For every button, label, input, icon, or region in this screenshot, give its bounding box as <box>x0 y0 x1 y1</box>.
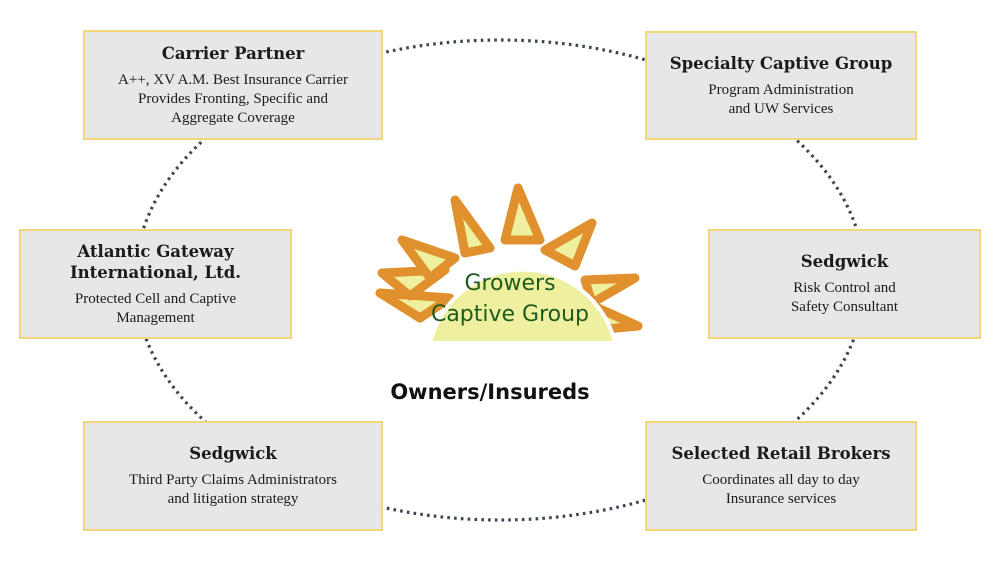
logo-line: Captive Group <box>430 302 590 327</box>
sun-ray <box>580 273 640 308</box>
center-label: Owners/Insureds <box>390 380 590 404</box>
node-title: Sedgwick <box>189 444 277 463</box>
node-desc-line: Management <box>116 309 195 326</box>
node-title: Selected Retail Brokers <box>671 444 891 463</box>
node-desc-line: Insurance services <box>725 491 837 507</box>
node-desc-line: Safety Consultant <box>790 299 899 315</box>
sun-rays <box>375 183 643 335</box>
node-title: Specialty Captive Group <box>669 53 893 73</box>
node-title: Carrier Partner <box>161 43 305 63</box>
node-atlantic-gateway: Atlantic Gateway International, Ltd. Pro… <box>19 229 292 339</box>
node-desc-line: Program Administration <box>708 81 854 98</box>
node-desc-line: A++, XV A.M. Best Insurance Carrier <box>118 71 348 88</box>
sun-ray <box>500 183 545 245</box>
node-desc-line: Third Party Claims Administrators <box>129 472 337 488</box>
node-desc-line: Provides Fronting, Specific and <box>138 90 328 107</box>
node-specialty-captive-group: Specialty Captive Group Program Administ… <box>645 31 917 140</box>
node-title-line: Atlantic Gateway <box>77 241 234 261</box>
node-title-line: International, Ltd. <box>69 262 242 282</box>
node-carrier-partner: Carrier Partner A++, XV A.M. Best Insura… <box>83 30 383 140</box>
node-desc-line: Coordinates all day to day <box>702 472 860 488</box>
node-desc-line: Aggregate Coverage <box>171 109 295 126</box>
node-desc-line: Risk Control and <box>793 280 896 296</box>
node-sedgwick-risk-control: Sedgwick Risk Control and Safety Consult… <box>708 229 981 339</box>
node-sedgwick-claims: Sedgwick Third Party Claims Administrato… <box>83 421 383 531</box>
node-title: Sedgwick <box>800 252 889 271</box>
logo-line: Growers <box>464 271 556 296</box>
sun-ray <box>540 218 597 271</box>
node-desc-line: and litigation strategy <box>167 491 299 507</box>
logo-wordmark: Growers Captive Group <box>410 268 610 330</box>
sun-ray <box>397 235 460 283</box>
sun-half-disc <box>427 267 618 343</box>
node-desc-line: Protected Cell and Captive <box>74 290 237 307</box>
sun-logo-icon <box>375 183 643 343</box>
node-desc-line: and UW Services <box>728 100 834 117</box>
sun-ray <box>450 195 495 258</box>
node-retail-brokers: Selected Retail Brokers Coordinates all … <box>645 421 917 531</box>
